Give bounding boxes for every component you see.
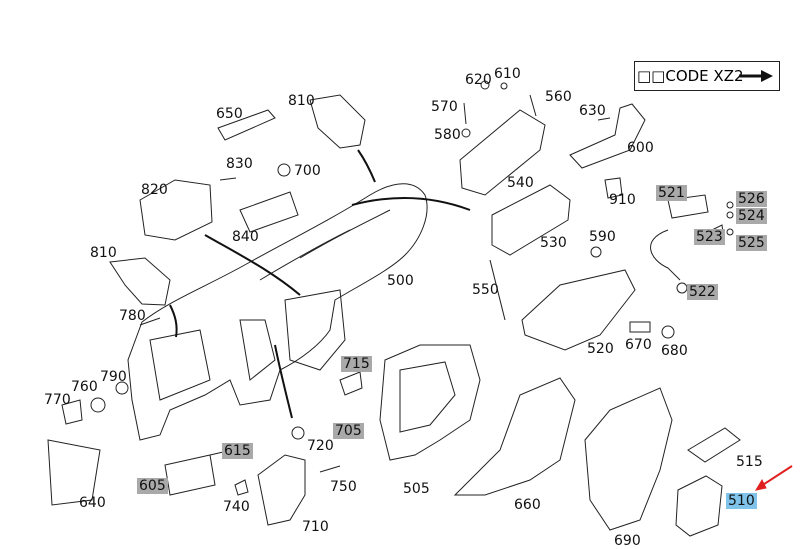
part-label-720[interactable]: 720: [307, 438, 334, 454]
part-label-540[interactable]: 540: [507, 175, 534, 191]
code-xz2-label: □□CODE XZ2: [637, 67, 744, 85]
part-label-810-left[interactable]: 810: [90, 245, 117, 261]
part-label-910[interactable]: 910: [609, 192, 636, 208]
part-label-640[interactable]: 640: [79, 495, 106, 511]
glovebox-520: [521, 269, 636, 351]
part-label-510[interactable]: 510: [726, 493, 757, 509]
part-label-810-top[interactable]: 810: [288, 93, 315, 109]
part-label-760[interactable]: 760: [71, 379, 98, 395]
part-label-615[interactable]: 615: [222, 443, 253, 459]
plate-605: [164, 454, 216, 496]
tray-510: [675, 475, 723, 537]
trim-650: [217, 109, 276, 141]
part-label-840[interactable]: 840: [232, 229, 259, 245]
part-label-570[interactable]: 570: [431, 99, 458, 115]
part-label-740[interactable]: 740: [223, 499, 250, 515]
part-label-524[interactable]: 524: [736, 208, 767, 224]
part-label-670[interactable]: 670: [625, 337, 652, 353]
part-label-630[interactable]: 630: [579, 103, 606, 119]
part-label-522[interactable]: 522: [687, 284, 718, 300]
part-label-580[interactable]: 580: [434, 127, 461, 143]
part-label-600[interactable]: 600: [627, 140, 654, 156]
vent-810-left: [109, 257, 171, 306]
part-label-560[interactable]: 560: [545, 89, 572, 105]
part-label-590[interactable]: 590: [589, 229, 616, 245]
console-660: [453, 377, 576, 496]
pad-515: [687, 427, 741, 463]
cable-522: [650, 229, 681, 281]
arrow-720: [274, 344, 293, 419]
part-label-715[interactable]: 715: [341, 356, 372, 372]
dashboard-outline: [127, 183, 428, 441]
part-label-680[interactable]: 680: [661, 343, 688, 359]
part-label-505[interactable]: 505: [403, 481, 430, 497]
part-label-521[interactable]: 521: [656, 185, 687, 201]
part-label-700[interactable]: 700: [294, 163, 321, 179]
bracket-540: [459, 109, 546, 196]
part-label-830[interactable]: 830: [226, 156, 253, 172]
part-label-610[interactable]: 610: [494, 66, 521, 82]
part-label-705[interactable]: 705: [333, 423, 364, 439]
part-label-790[interactable]: 790: [100, 369, 127, 385]
arrow-810-top: [357, 149, 376, 183]
right-arrow-icon: [739, 70, 773, 82]
part-label-750[interactable]: 750: [330, 479, 357, 495]
part-label-520[interactable]: 520: [587, 341, 614, 357]
code-xz2-box: □□CODE XZ2: [634, 61, 780, 91]
vent-housing-820: [139, 179, 213, 241]
frame-690: [584, 387, 673, 531]
part-label-500[interactable]: 500: [387, 273, 414, 289]
part-label-620[interactable]: 620: [465, 72, 492, 88]
part-label-550[interactable]: 550: [472, 282, 499, 298]
part-label-526[interactable]: 526: [736, 191, 767, 207]
panel-840: [239, 191, 299, 233]
part-label-525[interactable]: 525: [736, 235, 767, 251]
part-label-710[interactable]: 710: [302, 519, 329, 535]
vent-810-top: [309, 94, 366, 149]
part-label-820[interactable]: 820: [141, 182, 168, 198]
module-530: [491, 184, 571, 256]
part-label-523[interactable]: 523: [694, 229, 725, 245]
part-label-515[interactable]: 515: [736, 454, 763, 470]
part-label-530[interactable]: 530: [540, 235, 567, 251]
cover-640: [47, 439, 101, 506]
frame-505: [379, 344, 481, 461]
part-label-605[interactable]: 605: [137, 478, 168, 494]
part-label-660[interactable]: 660: [514, 497, 541, 513]
part-label-780[interactable]: 780: [119, 308, 146, 324]
part-label-770[interactable]: 770: [44, 392, 71, 408]
arrow-530: [351, 197, 471, 211]
part-label-650[interactable]: 650: [216, 106, 243, 122]
arrow-810-left: [169, 304, 178, 338]
bracket-600: [569, 103, 646, 169]
part-label-690[interactable]: 690: [614, 533, 641, 549]
holder-710: [257, 454, 306, 526]
arrow-820: [204, 234, 301, 296]
